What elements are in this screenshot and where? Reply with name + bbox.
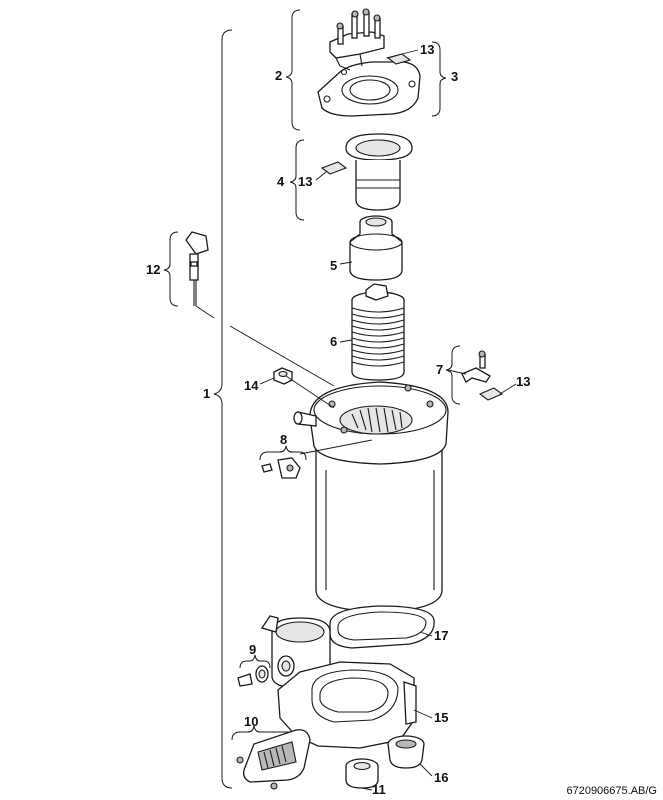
label-part-12: 12 bbox=[146, 262, 160, 277]
cartridge-10 bbox=[236, 729, 311, 790]
label-part-3: 3 bbox=[451, 69, 458, 84]
burner-insert bbox=[349, 215, 403, 281]
bracket-8 bbox=[259, 445, 307, 461]
bracket-3 bbox=[431, 41, 447, 117]
label-part-13-mid: 13 bbox=[298, 174, 312, 189]
bracket-12 bbox=[163, 231, 179, 307]
label-part-5: 5 bbox=[330, 258, 337, 273]
label-part-4: 4 bbox=[277, 174, 285, 189]
label-part-1: 1 bbox=[203, 386, 210, 401]
gasket-13-right bbox=[478, 387, 504, 401]
part-labels: 1 2 3 13 4 13 5 12 6 7 13 14 8 17 9 15 1… bbox=[146, 42, 530, 797]
label-part-9: 9 bbox=[249, 642, 256, 657]
label-part-15: 15 bbox=[434, 710, 448, 725]
leader-lines bbox=[195, 49, 517, 791]
bracket-4 bbox=[289, 139, 305, 221]
label-part-10: 10 bbox=[244, 714, 258, 729]
condensate-pan bbox=[260, 615, 417, 749]
label-part-16: 16 bbox=[434, 770, 448, 785]
sensor-8 bbox=[261, 457, 301, 479]
label-part-8: 8 bbox=[280, 432, 287, 447]
bracket-7 bbox=[445, 345, 461, 405]
label-part-2: 2 bbox=[275, 68, 282, 83]
label-part-17: 17 bbox=[434, 628, 448, 643]
heat-exchanger bbox=[293, 381, 449, 613]
brackets bbox=[163, 9, 461, 789]
label-part-7: 7 bbox=[436, 362, 443, 377]
reference-code: 6720906675.AB/G bbox=[566, 785, 657, 797]
corrugated-tube bbox=[351, 283, 405, 381]
label-part-14: 14 bbox=[244, 378, 259, 393]
label-part-13-top: 13 bbox=[420, 42, 434, 57]
label-part-6: 6 bbox=[330, 334, 337, 349]
fitting-9 bbox=[237, 665, 269, 687]
sensor-12 bbox=[185, 231, 209, 306]
seal-16 bbox=[387, 735, 425, 769]
gasket-17 bbox=[329, 605, 435, 649]
burner-cylinder bbox=[320, 133, 413, 211]
bracket-2 bbox=[285, 9, 301, 131]
nut-14 bbox=[273, 367, 293, 385]
electrode-assembly bbox=[317, 8, 421, 117]
label-part-13-right: 13 bbox=[516, 374, 530, 389]
bracket-9 bbox=[239, 654, 271, 669]
part-7-clip bbox=[461, 350, 504, 401]
gasket-13-mid bbox=[320, 161, 348, 175]
bracket-1 bbox=[213, 29, 233, 789]
label-part-11: 11 bbox=[372, 782, 386, 797]
